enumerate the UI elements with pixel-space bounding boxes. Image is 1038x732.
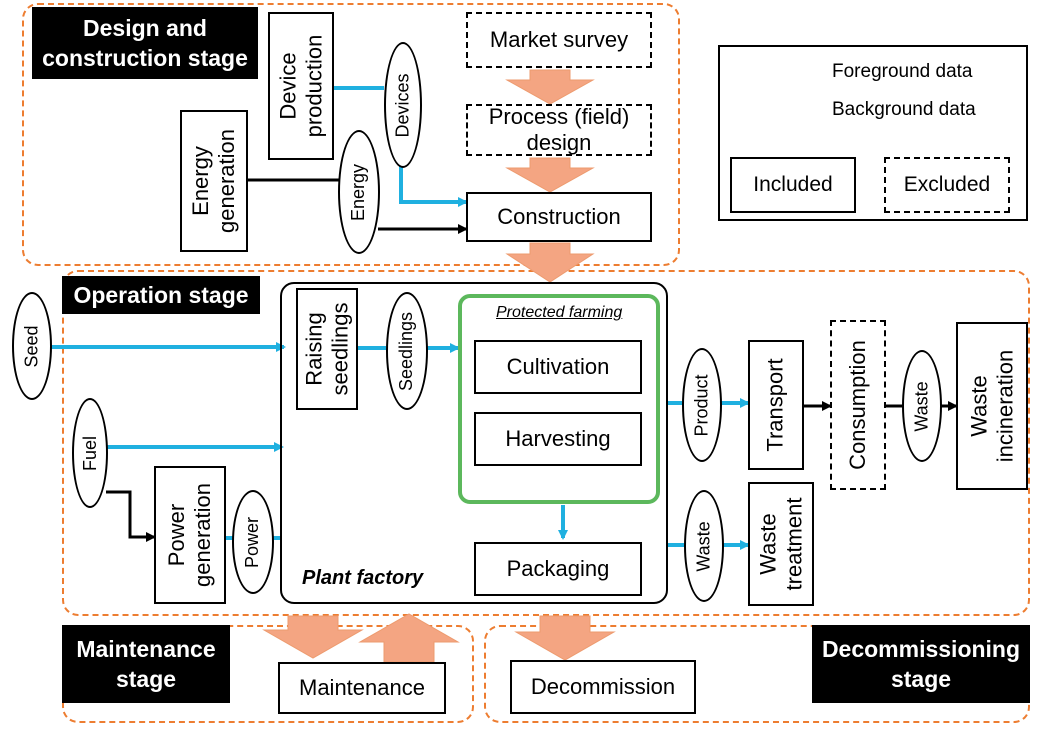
stage-flow-arrows: [262, 69, 616, 663]
seedlings-oval: Seedlings: [386, 292, 428, 410]
decommissioning-stage-label: Decommissioning stage: [812, 625, 1030, 703]
protected-farming-box: Protected farming: [458, 294, 660, 504]
design-stage-zone: [22, 3, 680, 266]
legend-included-box: Included: [730, 157, 856, 213]
legend-background-label: Background data: [832, 99, 976, 120]
plant-factory-label: Plant factory: [302, 567, 424, 589]
cultivation-box: Cultivation: [474, 340, 642, 394]
operation-stage-label: Operation stage: [62, 276, 260, 314]
packaging-box: Packaging: [474, 542, 642, 596]
flow-arrow-market-to-process: [505, 69, 595, 105]
flow-arrow-construction-to-operation: [505, 242, 595, 283]
legend: Foreground data Background data Included…: [718, 45, 1028, 221]
maintenance-stage-label: Maintenance stage: [62, 625, 230, 703]
waste-oval-1: Waste: [902, 350, 942, 462]
device-production-box: Device production: [268, 12, 334, 160]
transport-box: Transport: [748, 340, 804, 470]
waste-oval-2: Waste: [684, 490, 724, 602]
seed-oval: Seed: [12, 292, 52, 400]
process-design-box: Process (field) design: [466, 104, 652, 156]
consumption-box: Consumption: [830, 320, 886, 490]
raising-seedlings-box: Raising seedlings: [296, 288, 358, 410]
flow-arrow-operation-to-maintenance: [262, 615, 364, 659]
devices-oval: Devices: [384, 42, 422, 168]
construction-box: Construction: [466, 192, 652, 242]
flow-arrow-operation-to-decommission: [514, 615, 616, 661]
energy-generation-box: Energy generation: [180, 110, 248, 252]
design-stage-label: Design and construction stage: [32, 7, 258, 79]
market-survey-box: Market survey: [466, 12, 652, 68]
power-oval: Power: [232, 490, 274, 594]
flow-arrow-maintenance-to-operation: [358, 613, 460, 663]
maintenance-box: Maintenance: [278, 662, 446, 714]
legend-excluded-box: Excluded: [884, 157, 1010, 213]
plant-factory-box: Plant factory: [280, 282, 668, 604]
fuel-to-power-arrow: [106, 490, 156, 542]
decommission-box: Decommission: [510, 660, 696, 714]
product-oval: Product: [682, 348, 722, 462]
protected-farming-label: Protected farming: [496, 304, 623, 321]
devices-to-construction-arrow: [399, 166, 468, 207]
fuel-oval: Fuel: [72, 398, 108, 508]
power-generation-box: Power generation: [154, 466, 226, 604]
waste-treatment-box: Waste treatment: [748, 482, 814, 606]
waste-incineration-box: Waste incineration: [956, 322, 1028, 490]
harvesting-box: Harvesting: [474, 412, 642, 466]
energy-oval: Energy: [338, 130, 380, 254]
flow-arrow-process-to-construction: [505, 157, 595, 193]
legend-foreground-label: Foreground data: [832, 61, 973, 82]
